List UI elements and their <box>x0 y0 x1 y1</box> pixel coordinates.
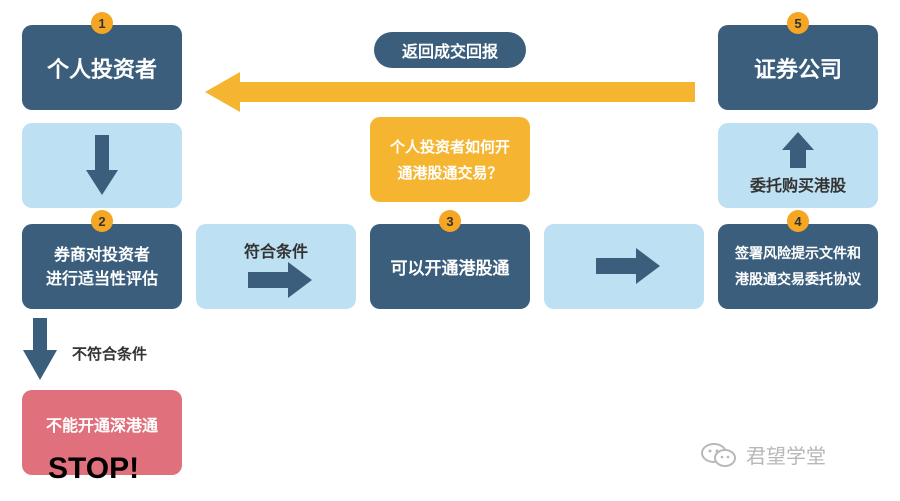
step-1-box: 个人投资者 <box>22 25 182 110</box>
question-box: 个人投资者如何开 通港股通交易？ <box>370 117 530 202</box>
step-2-badge: 2 <box>91 210 113 232</box>
step-5-label: 证券公司 <box>753 57 842 83</box>
not-qualified-label: 不符合条件 <box>72 345 148 363</box>
step-4-line2: 港股通交易委托协议 <box>735 271 861 288</box>
right-arrow-icon <box>596 248 660 284</box>
step-1-badge: 1 <box>91 12 113 34</box>
return-label: 返回成交回报 <box>374 32 526 68</box>
question-line2: 通港股通交易？ <box>397 163 503 182</box>
step-2-line2: 进行适当性评估 <box>45 268 158 288</box>
stop-label: STOP! <box>48 452 140 485</box>
question-line1: 个人投资者如何开 <box>389 137 510 156</box>
step-3-box: 可以开通港股通 <box>370 224 530 309</box>
watermark: 君望学堂 <box>700 440 826 469</box>
step-2-box: 券商对投资者 进行适当性评估 <box>22 224 182 309</box>
down-arrow-icon <box>23 318 57 380</box>
wechat-logo-icon <box>700 441 738 469</box>
step-3-badge: 3 <box>439 210 461 232</box>
step-5-badge: 5 <box>787 12 809 34</box>
step-4-box: 签署风险提示文件和 港股通交易委托协议 <box>718 224 878 309</box>
step-2-line1: 券商对投资者 <box>53 244 150 264</box>
step-3-label: 可以开通港股通 <box>390 259 510 279</box>
reject-box: 不能开通深港通 <box>22 390 182 475</box>
watermark-text: 君望学堂 <box>746 444 826 468</box>
step-4-badge: 4 <box>787 210 809 232</box>
down-arrow-icon <box>86 135 118 195</box>
step-5-box: 证券公司 <box>718 25 878 110</box>
right-arrow-icon <box>248 262 312 298</box>
step-4-line1: 签署风险提示文件和 <box>735 245 861 262</box>
reject-label: 不能开通深港通 <box>45 416 158 435</box>
step-1-label: 个人投资者 <box>46 57 157 83</box>
return-arrow <box>205 72 695 112</box>
up-arrow-icon <box>782 132 814 168</box>
